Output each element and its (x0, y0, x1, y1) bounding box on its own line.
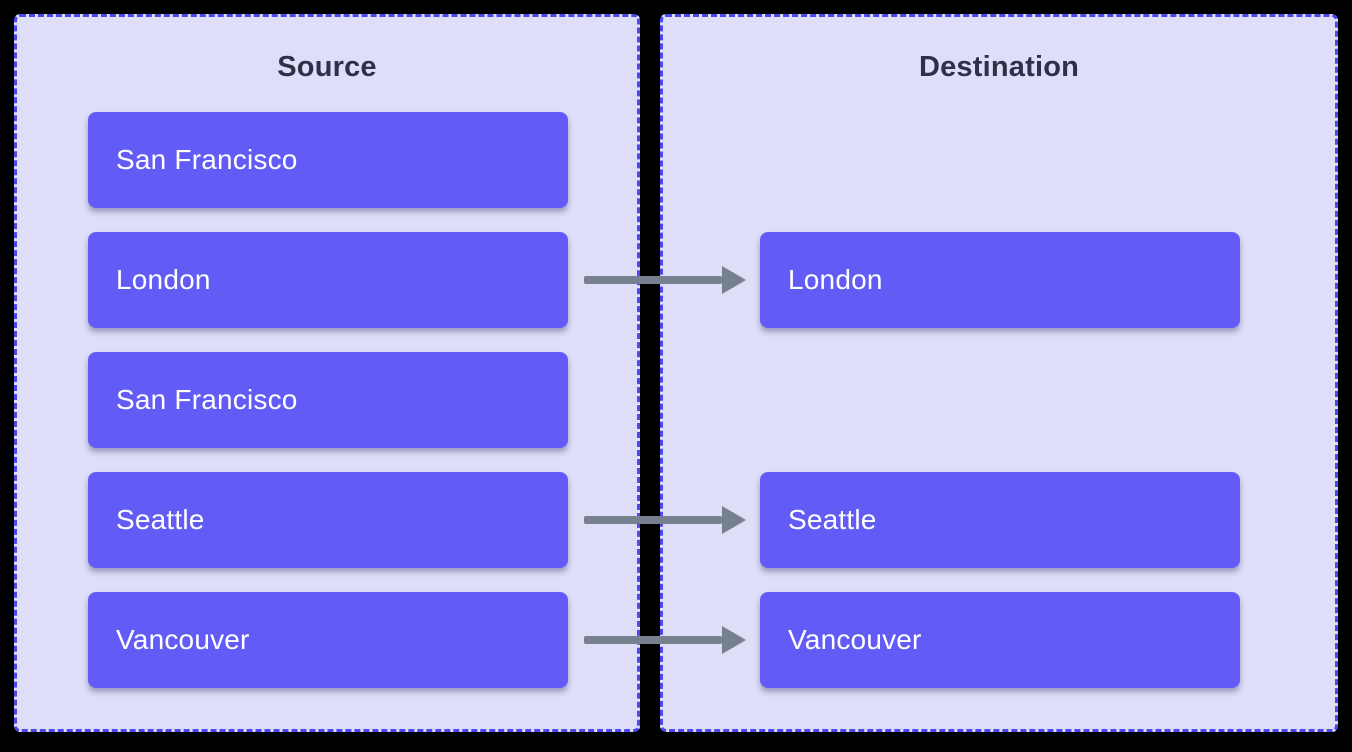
source-item-label: San Francisco (116, 384, 298, 415)
destination-item-label: London (788, 264, 883, 295)
destination-item-seattle[interactable]: Seattle (760, 472, 1240, 568)
source-panel: Source San Francisco London San Francisc… (14, 14, 640, 732)
mapping-arrow-seattle (584, 505, 746, 535)
source-item-seattle[interactable]: Seattle (88, 472, 568, 568)
arrow-stem (584, 636, 722, 644)
destination-item-vancouver[interactable]: Vancouver (760, 592, 1240, 688)
destination-item-london[interactable]: London (760, 232, 1240, 328)
source-item-san-francisco-1[interactable]: San Francisco (88, 112, 568, 208)
destination-item-label: Vancouver (788, 624, 922, 655)
source-item-label: Seattle (116, 504, 205, 535)
mapping-arrow-london (584, 265, 746, 295)
destination-panel-title: Destination (918, 51, 1080, 83)
arrow-head-icon (722, 506, 746, 534)
arrow-head-icon (722, 626, 746, 654)
source-item-label: San Francisco (116, 144, 298, 175)
destination-panel: Destination London Seattle Vancouver (660, 14, 1338, 732)
source-item-london[interactable]: London (88, 232, 568, 328)
arrow-stem (584, 516, 722, 524)
source-item-san-francisco-2[interactable]: San Francisco (88, 352, 568, 448)
source-item-vancouver[interactable]: Vancouver (88, 592, 568, 688)
destination-item-label: Seattle (788, 504, 877, 535)
source-panel-title: Source (277, 51, 377, 83)
arrow-head-icon (722, 266, 746, 294)
mapping-arrow-vancouver (584, 625, 746, 655)
arrow-stem (584, 276, 722, 284)
source-item-label: London (116, 264, 211, 295)
source-item-label: Vancouver (116, 624, 250, 655)
